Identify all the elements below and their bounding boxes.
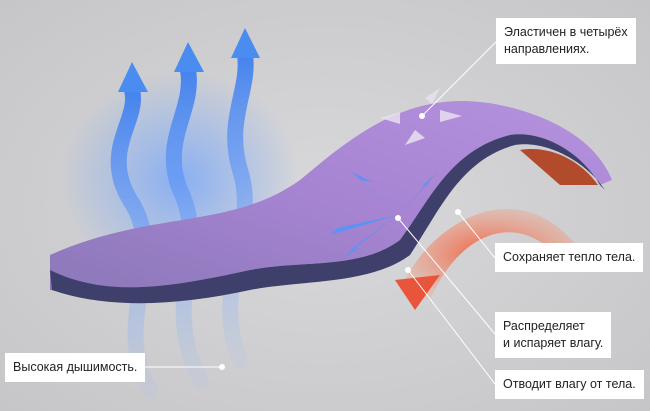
label-distribute-line1: Распределяет [503, 319, 585, 333]
leader-lines [142, 41, 497, 385]
label-distribute-line2: и испаряет влагу. [503, 336, 604, 350]
label-stretch-line1: Эластичен в четырёх [504, 25, 628, 39]
airflow-arrow [165, 62, 208, 388]
fabric-inner-layer [520, 149, 598, 185]
airflow-arrow [110, 82, 158, 398]
fabric-top-layer [50, 100, 612, 294]
airflow-arrow [222, 47, 254, 368]
label-distribute: Распределяет и испаряет влагу. [495, 312, 612, 358]
heat-arrowhead [395, 275, 440, 310]
heat-arrow [400, 209, 580, 300]
airflow-arrows [110, 47, 254, 398]
label-breathability: Высокая дышимость. [5, 353, 146, 382]
moisture-arrows [318, 172, 438, 258]
label-stretch: Эластичен в четырёх направлениях. [496, 18, 636, 64]
fabric-fiber-layer [50, 134, 605, 304]
label-warmth: Сохраняет тепло тела. [495, 243, 644, 272]
stretch-arrows [380, 88, 462, 145]
label-stretch-line2: направлениях. [504, 42, 590, 56]
label-wicking: Отводит влагу от тела. [495, 370, 644, 399]
leader-dots [219, 113, 461, 370]
airflow-arrowheads [118, 28, 260, 92]
